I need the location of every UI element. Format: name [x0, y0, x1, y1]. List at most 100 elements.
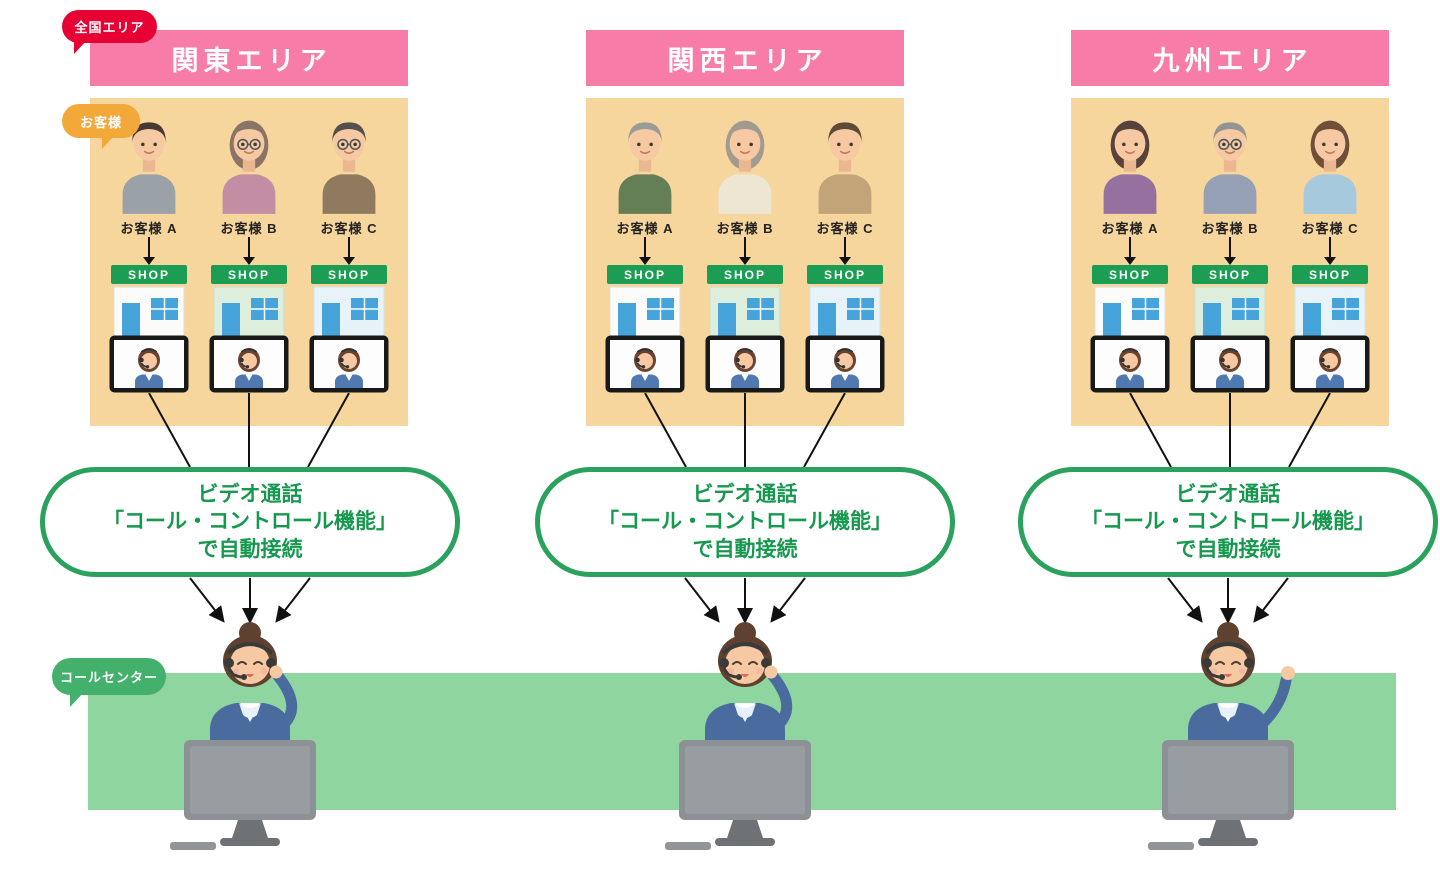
area-panel-kansai: お客様 A SHOP [586, 98, 904, 426]
badge-customers-label: お客様 [79, 114, 122, 130]
shop-sign-label: SHOP [1109, 268, 1151, 282]
avatar-torso [618, 174, 672, 214]
tablet-to-box-lines [148, 393, 350, 467]
connect-line: 「コール・コントロール機能」 [1081, 510, 1375, 534]
avatar-hair [332, 122, 366, 144]
monitor-stand [727, 820, 763, 838]
avatar-hair [132, 122, 166, 144]
operator-hand [269, 665, 283, 679]
shop-sign [807, 265, 883, 284]
customer-avatar [618, 122, 672, 214]
tablet-operator [135, 348, 163, 388]
shop-sign-label: SHOP [1209, 268, 1251, 282]
avatar-torso [1103, 174, 1157, 214]
customer-card: お客様 A SHOP [1080, 110, 1180, 426]
avatar-face [1114, 126, 1146, 161]
connect-box-kansai: ビデオ通話 「コール・コントロール機能」 で自動接続 [535, 467, 955, 577]
area-header-kansai: 関西エリア [586, 30, 904, 86]
avatar-neck [738, 157, 752, 172]
avatar-torso [322, 174, 376, 214]
shop-sign [111, 265, 187, 284]
avatar-face-features [1222, 142, 1238, 154]
headset-icon [719, 642, 771, 680]
shop-door-window [1303, 298, 1359, 344]
customer-label: お客様 C [320, 221, 378, 236]
connect-line: ビデオ通話 [1175, 483, 1281, 507]
shop-sign [211, 265, 287, 284]
avatar-torso [1303, 174, 1357, 214]
tablet-operator [1216, 348, 1244, 388]
avatar-hair [1313, 122, 1347, 144]
avatar-face-features [141, 142, 157, 154]
avatar-face [729, 126, 761, 161]
customer-avatar [1303, 120, 1357, 214]
badge-customers: お客様 [62, 104, 140, 149]
customer-label: お客様 B [220, 221, 278, 236]
shop-door-window [222, 298, 278, 344]
avatar-face-features [1122, 142, 1138, 154]
operator-scarf [734, 703, 756, 718]
badge-national-area-label: 全国エリア [74, 20, 145, 35]
avatar-neck [1223, 157, 1237, 172]
glasses-icon [337, 138, 361, 151]
customer-avatar [122, 122, 176, 214]
tablet-operator [1316, 348, 1344, 388]
avatar-hair [828, 122, 862, 144]
keyboard-icon [170, 842, 216, 850]
avatar-torso [122, 174, 176, 214]
customer-label: お客様 C [816, 221, 874, 236]
operator-face-features [233, 661, 267, 677]
avatar-face [233, 126, 265, 161]
tablet-to-box-lines [1129, 393, 1331, 467]
shop-icon: SHOP [707, 265, 783, 345]
customer-label: お客様 A [120, 221, 178, 236]
shop-icon: SHOP [1292, 265, 1368, 345]
monitor-base [1198, 838, 1258, 846]
customer-avatar [818, 122, 872, 214]
area-header-kyushu: 九州エリア [1071, 30, 1389, 86]
badge-national-area: 全国エリア [62, 10, 157, 54]
shop-sign [1092, 265, 1168, 284]
tablet-operator [235, 348, 263, 388]
customer-label: お客様 C [1301, 221, 1359, 236]
tablet-operator [335, 348, 363, 388]
customer-label: お客様 A [1101, 221, 1159, 236]
customer-avatar [1103, 120, 1157, 214]
avatar-face [629, 126, 661, 161]
shop-sign [311, 265, 387, 284]
shop-sign-label: SHOP [128, 268, 170, 282]
avatar-neck [1123, 157, 1137, 172]
headset-icon [1202, 642, 1254, 680]
avatar-face-features [1322, 142, 1338, 154]
keyboard-icon [1148, 842, 1194, 850]
avatar-torso [818, 174, 872, 214]
monitor-panel [1168, 746, 1288, 814]
connect-line: で自動接続 [692, 537, 798, 561]
operator-face-features [728, 661, 762, 677]
monitor-panel [190, 746, 310, 814]
shop-sign-label: SHOP [624, 268, 666, 282]
operator-arm [272, 670, 298, 730]
avatar-hair [728, 122, 762, 144]
customer-avatar [1203, 122, 1257, 214]
shop-door-window [322, 298, 378, 344]
shop-door-window [1203, 298, 1259, 344]
connect-line: 「コール・コントロール機能」 [598, 510, 892, 534]
shop-sign-label: SHOP [824, 268, 866, 282]
tablet-operator-icon [209, 335, 289, 393]
glasses-icon [237, 138, 261, 151]
shop-door-window [1103, 298, 1159, 344]
down-arrow-icon [243, 237, 255, 265]
shop-sign [607, 265, 683, 284]
customer-card: お客様 B SHOP [695, 110, 795, 426]
operator-scarf [1217, 703, 1239, 718]
headset-icon [224, 642, 276, 680]
tablet-operator [731, 348, 759, 388]
down-arrow-icon [143, 237, 155, 265]
shop-door-window [122, 298, 178, 344]
customer-avatar [718, 120, 772, 214]
shop-door-window [718, 298, 774, 344]
customer-label: お客様 A [616, 221, 674, 236]
operator-hand [1281, 666, 1295, 680]
avatar-face [1314, 126, 1346, 161]
